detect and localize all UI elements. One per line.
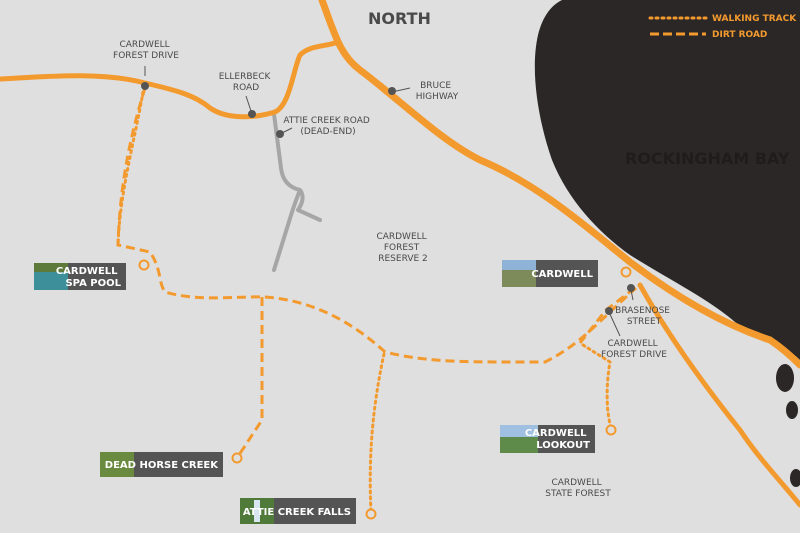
- attie-creek-road-line: [272, 112, 322, 272]
- dead-horse-label: DEAD HORSE CREEK: [105, 460, 219, 471]
- forest-drive-road-line: [0, 39, 341, 120]
- forest-drive-south-road-marker-icon: [605, 307, 613, 315]
- dead-horse-endpoint-icon[interactable]: [231, 452, 243, 464]
- walking-track-lines: [116, 90, 613, 514]
- attie-road-road-marker-icon: [276, 130, 284, 138]
- dead-horse-tag[interactable]: DEAD HORSE CREEK: [100, 452, 223, 477]
- cardwell-label: CARDWELL: [531, 269, 593, 280]
- north-label: NORTH: [368, 9, 431, 28]
- legend: WALKING TRACK DIRT ROAD: [648, 14, 797, 40]
- spa-pool-tag[interactable]: CARDWELL SPA POOL: [34, 263, 126, 290]
- attie-creek-road-label: ATTIE CREEK ROAD (DEAD-END): [283, 116, 372, 137]
- brasenose-road-marker-icon: [627, 284, 635, 292]
- forest-drive-south-label: CARDWELL FOREST DRIVE: [601, 339, 667, 360]
- spa-pool-label-box: [68, 263, 126, 290]
- lookout-photo-sky: [500, 425, 538, 437]
- island-3: [790, 469, 800, 487]
- attie-falls-label: ATTIE CREEK FALLS: [243, 507, 351, 518]
- lookout-endpoint-icon[interactable]: [605, 424, 617, 436]
- cardwell-photo-sky: [502, 260, 536, 270]
- attie-falls-photo-waterfall: [254, 500, 260, 522]
- dead-horse-photo-icon: [100, 452, 134, 477]
- state-forest-area-label: CARDWELL STATE FOREST: [545, 478, 611, 499]
- attie-falls-tag[interactable]: ATTIE CREEK FALLS: [240, 498, 356, 524]
- cardwell-label-box: [536, 260, 598, 287]
- brasenose-street-label: BRASENOSE STREET: [615, 306, 673, 327]
- ellerbeck-road-marker-icon: [248, 110, 256, 118]
- spa-pool-endpoint-icon[interactable]: [138, 259, 150, 271]
- cardwell-endpoint-icon[interactable]: [620, 266, 632, 278]
- lookout-label-box: [538, 425, 595, 453]
- legend-walking-track: WALKING TRACK: [712, 14, 797, 24]
- island-1: [776, 364, 794, 392]
- ellerbeck-road-label: ELLERBECK ROAD: [219, 72, 274, 93]
- bruce-highway-label: BRUCE HIGHWAY: [416, 81, 459, 102]
- forest-drive-north-road-marker-icon: [141, 82, 149, 90]
- lookout-label: CARDWELL LOOKOUT: [525, 428, 590, 451]
- legend-dirt-road: DIRT ROAD: [712, 30, 767, 40]
- lookout-tag[interactable]: CARDWELL LOOKOUT: [500, 425, 595, 453]
- bruce-highway-road-marker-icon: [388, 87, 396, 95]
- spa-pool-label: CARDWELL SPA POOL: [56, 266, 122, 289]
- dead-horse-label-box: [134, 452, 223, 477]
- island-2: [786, 401, 798, 419]
- bruce-highway-line: [318, 0, 800, 369]
- rockingham-bay-label: ROCKINGHAM BAY: [625, 149, 790, 168]
- cardwell-tag[interactable]: CARDWELL: [502, 260, 598, 287]
- attie-falls-endpoint-icon[interactable]: [365, 508, 377, 520]
- coastal-road-line: [637, 282, 800, 508]
- spa-pool-photo-foliage: [34, 263, 68, 272]
- attie-falls-label-box: [274, 498, 356, 524]
- forest-drive-north-label: CARDWELL FOREST DRIVE: [113, 40, 179, 61]
- forest-drive-south-leader: [608, 311, 621, 337]
- rockingham-bay-water: [534, 0, 800, 360]
- reserve-area-label: CARDWELL FOREST RESERVE 2: [376, 232, 429, 264]
